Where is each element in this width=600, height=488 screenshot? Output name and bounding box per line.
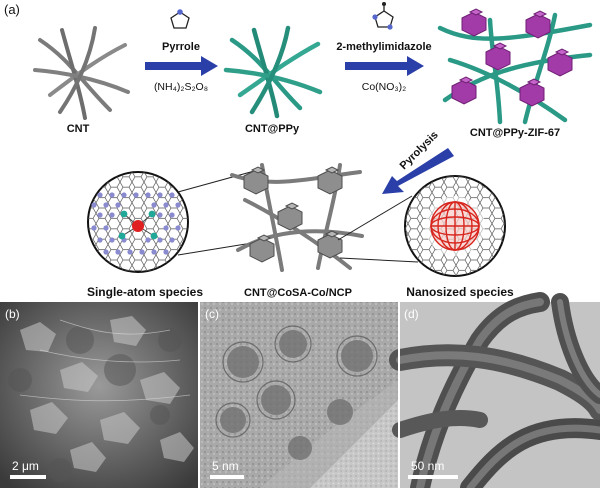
zoom-line xyxy=(177,169,259,193)
cnt-cosa-illustration xyxy=(230,163,364,272)
label-cnt: CNT xyxy=(67,123,90,135)
panel-d-scale-bar xyxy=(408,475,458,479)
zoom-line xyxy=(337,195,413,241)
step1-arrow xyxy=(145,56,218,76)
methylimidazole-icon xyxy=(372,2,394,30)
panel-b-scale-label: 2 μm xyxy=(12,459,39,473)
panel-a-label: (a) xyxy=(4,2,20,17)
panel-c-tem-image xyxy=(200,302,398,488)
panel-d-label: (d) xyxy=(404,307,419,321)
zoom-line xyxy=(339,257,419,263)
panel-c-scale-label: 5 nm xyxy=(212,459,239,473)
label-single-atom: Single-atom species xyxy=(87,285,203,299)
panel-b-scale-bar xyxy=(10,475,46,479)
panel-c-label: (c) xyxy=(205,307,219,321)
cnt-ppy-illustration xyxy=(223,25,323,119)
step2-reagent-top: 2-methylimidazole xyxy=(336,41,431,53)
co-nanoparticle-icon xyxy=(430,201,480,251)
pyrrole-icon xyxy=(170,9,190,29)
zoom-line xyxy=(177,242,253,256)
cnt-ppy-zif-illustration xyxy=(437,8,593,125)
label-cnt-ppy: CNT@PPy xyxy=(245,123,300,135)
pyrolysis-arrow xyxy=(382,148,454,194)
label-cnt-ppy-zif: CNT@PPy-ZIF-67 xyxy=(470,127,560,139)
label-nanosized: Nanosized species xyxy=(406,285,514,299)
step1-reagent-bottom: (NH₄)₂S₂O₈ xyxy=(154,81,208,93)
step2-arrow xyxy=(345,56,424,76)
panel-c-scale-bar xyxy=(210,475,244,479)
panel-d-tem-image xyxy=(389,292,600,488)
panel-divider xyxy=(398,302,400,488)
panel-b-label: (b) xyxy=(5,307,20,321)
step2-reagent-bottom: Co(NO₃)₂ xyxy=(362,81,407,93)
panel-b-sem-image xyxy=(0,302,198,488)
panel-d-scale-label: 50 nm xyxy=(411,459,444,473)
co-atom-icon xyxy=(132,220,144,232)
label-final-product: CNT@CoSA-Co/NCP xyxy=(244,287,352,299)
panel-divider xyxy=(198,302,200,488)
step1-reagent-top: Pyrrole xyxy=(162,41,200,53)
cnt-illustration xyxy=(33,26,130,120)
nanosized-zoom xyxy=(404,175,506,277)
single-atom-zoom xyxy=(87,171,189,273)
